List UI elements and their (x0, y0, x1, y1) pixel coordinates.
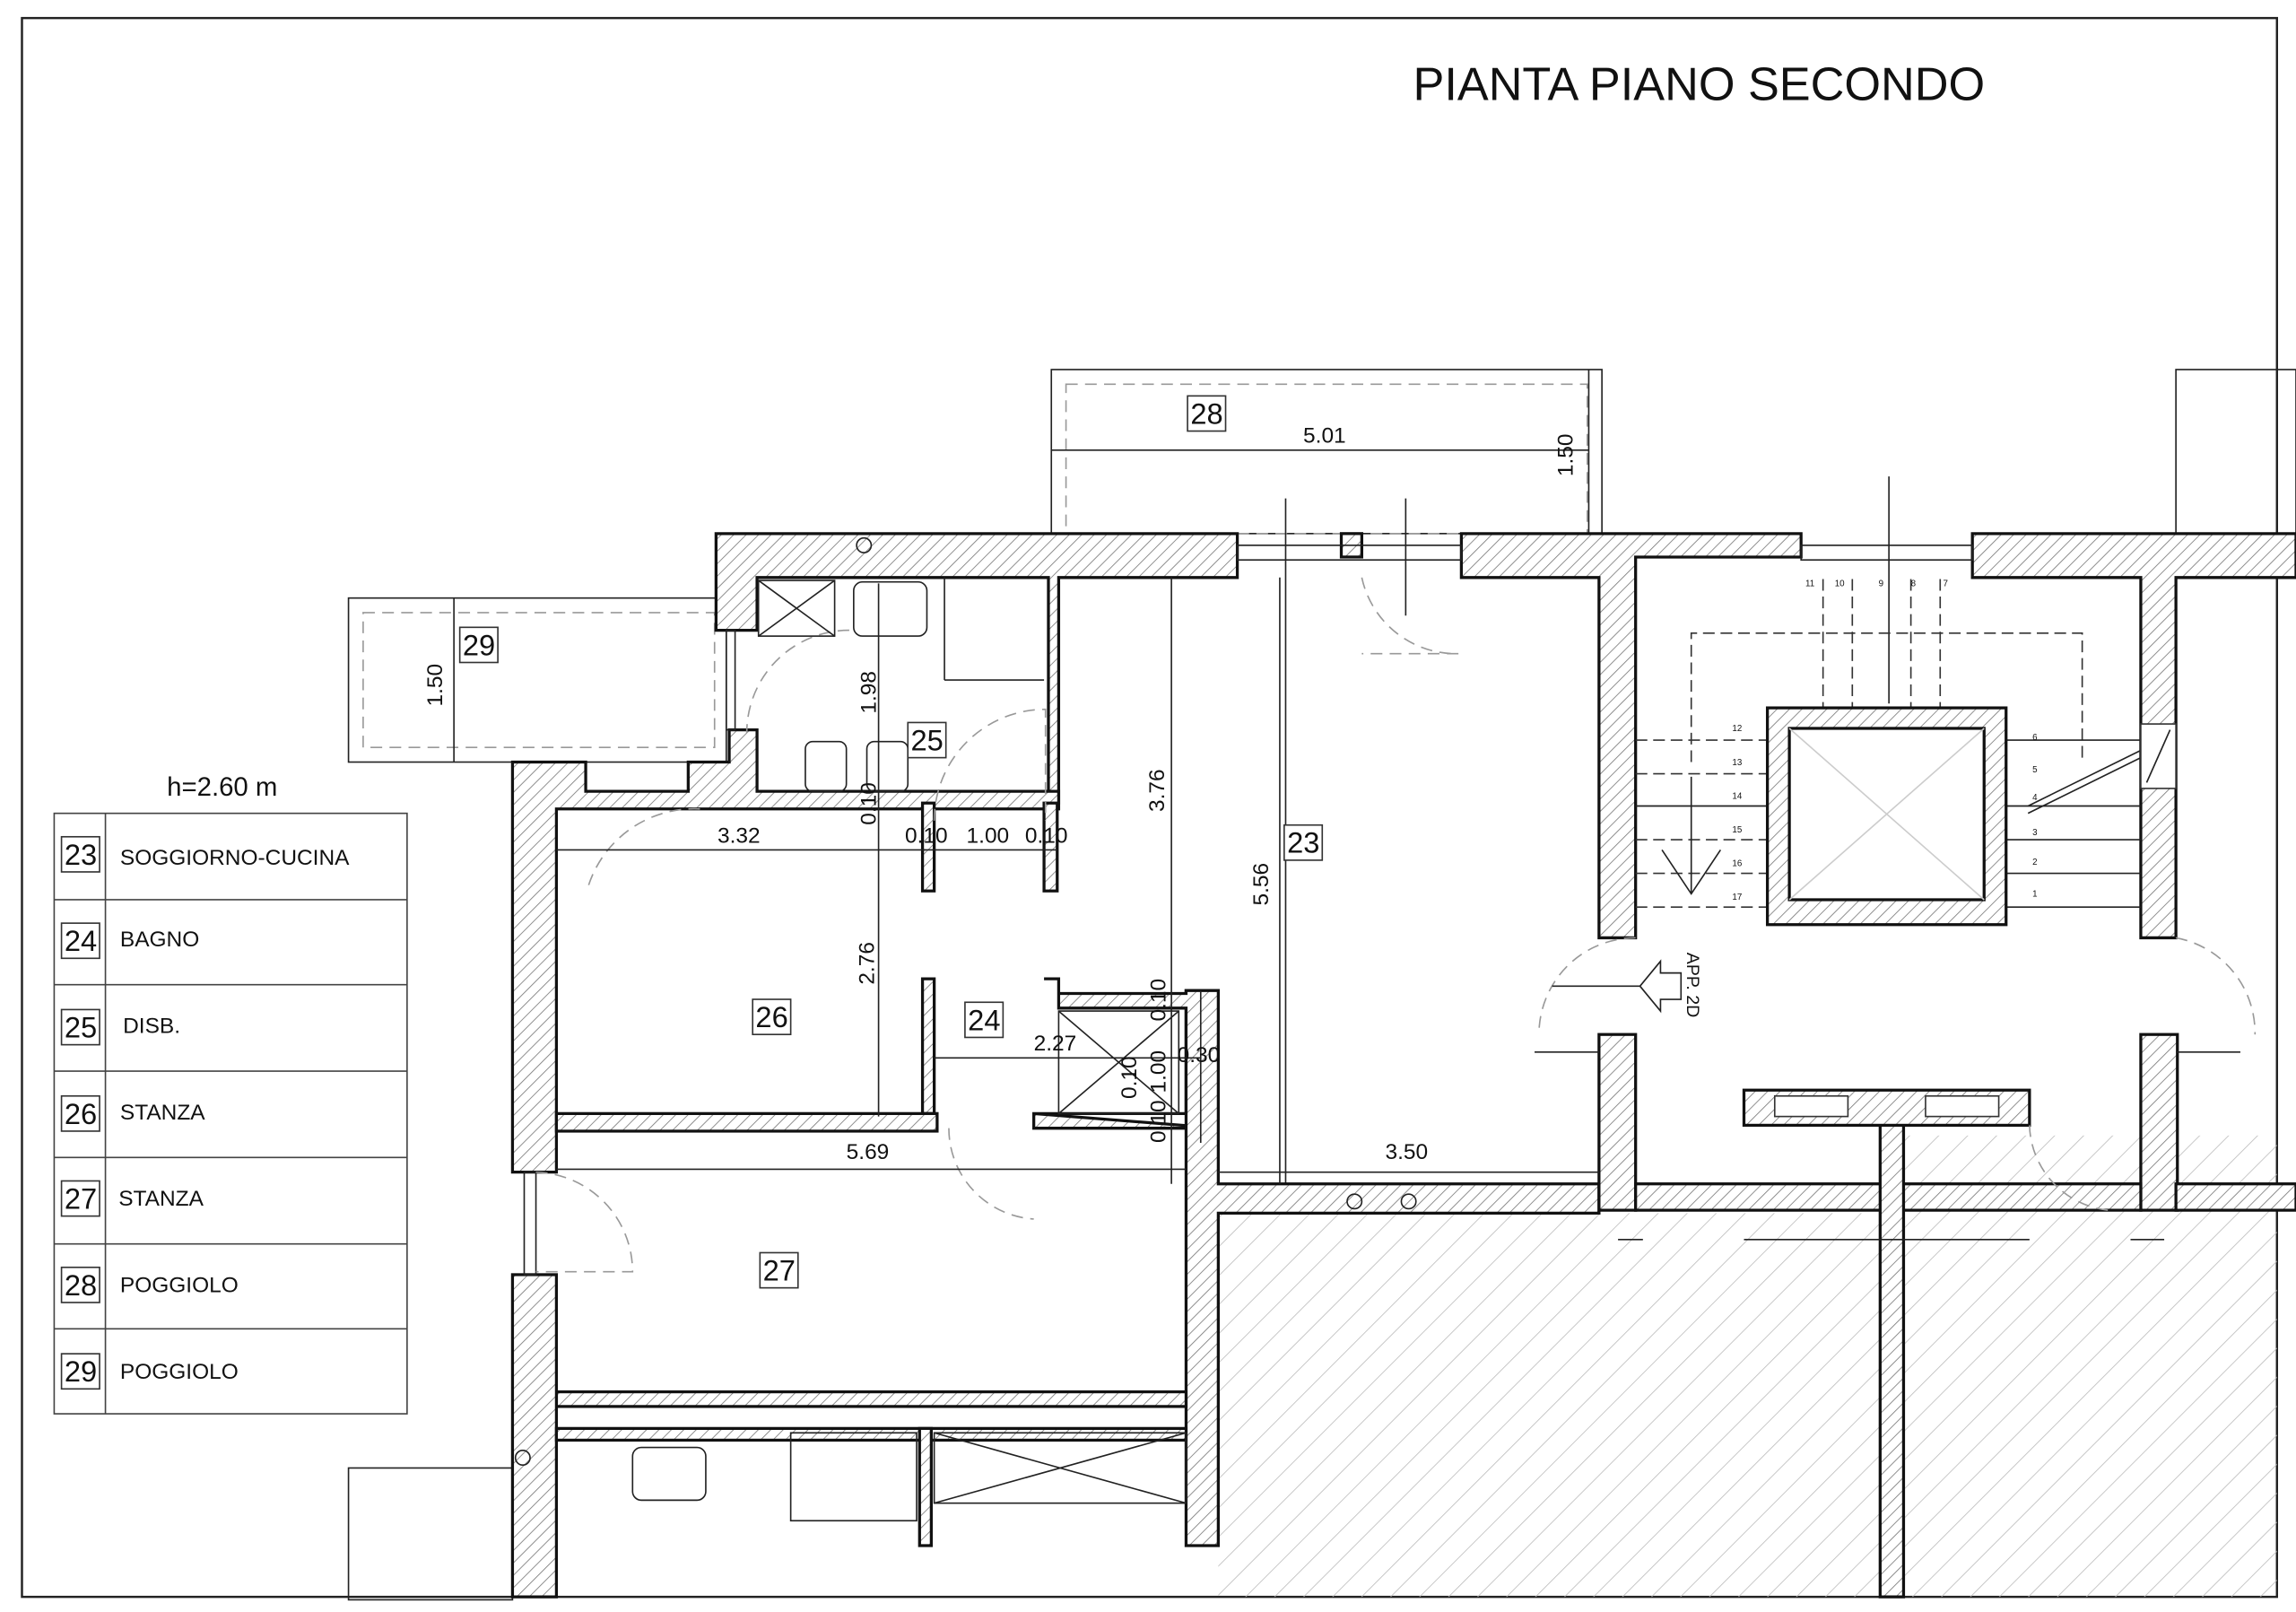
step-right-2: 2 (2032, 858, 2037, 867)
dim-shaft-030: 0.30 (1178, 1043, 1221, 1067)
stairwell (1535, 579, 2240, 1241)
legend-row: 29 POGGIOLO (60, 1353, 239, 1390)
svg-text:24: 24 (968, 1003, 1000, 1036)
neighbour-area-hatch (1218, 1213, 1892, 1598)
step-left-16: 16 (1732, 858, 1742, 868)
room-tag-24: 24 (964, 1001, 1004, 1039)
svg-text:SOGGIORNO-CUCINA: SOGGIORNO-CUCINA (120, 846, 350, 870)
legend-row: 25 DISB. (60, 1008, 180, 1046)
svg-text:STANZA: STANZA (120, 1101, 205, 1125)
dim-balcony28-depth: 1.50 (1553, 434, 1578, 477)
step-top-9: 9 (1879, 579, 1883, 589)
step-left-14: 14 (1732, 791, 1742, 801)
dim-shaft-010b: 0.10 (1118, 1056, 1142, 1099)
legend-row: 27 STANZA (60, 1180, 204, 1217)
svg-text:DISB.: DISB. (123, 1015, 180, 1039)
room-tag-26: 26 (752, 998, 792, 1036)
legend-row: 26 STANZA (60, 1094, 205, 1132)
entrance-label: APP. 2D (1683, 953, 1702, 1018)
legend-row: 23 SOGGIORNO-CUCINA (60, 835, 350, 873)
windows (523, 545, 1973, 1276)
svg-text:27: 27 (65, 1181, 97, 1215)
dim-shaft-010c: 0.10 (1147, 1100, 1171, 1143)
step-left-12: 12 (1732, 724, 1742, 734)
legend-row: 24 BAGNO (60, 922, 199, 960)
dim-wall-010c: 0.10 (1025, 823, 1068, 848)
step-right-4: 4 (2032, 793, 2038, 803)
dim-shaft-100: 1.00 (1147, 1050, 1171, 1094)
step-top-8: 8 (1911, 579, 1917, 589)
svg-text:25: 25 (65, 1010, 97, 1043)
dim-balcony28-width: 5.01 (1303, 424, 1346, 449)
step-right-3: 3 (2032, 828, 2038, 838)
dimension-lines (556, 577, 1599, 1184)
lower-balcony (347, 1467, 514, 1601)
step-right-6: 6 (2032, 733, 2038, 743)
step-left-15: 15 (1732, 825, 1742, 835)
dim-room26-width: 3.32 (718, 823, 761, 848)
svg-text:29: 29 (65, 1355, 97, 1388)
room-tag-23: 23 (1283, 823, 1324, 861)
step-right-5: 5 (2032, 765, 2038, 775)
step-top-10: 10 (1835, 579, 1845, 589)
dim-living-width: 3.50 (1385, 1140, 1428, 1164)
height-note: h=2.60 m (167, 772, 277, 802)
dim-disb-depth: 1.98 (857, 671, 881, 714)
room-tag-25: 25 (907, 721, 947, 759)
svg-text:24: 24 (65, 924, 97, 957)
dim-room27-width: 5.69 (847, 1140, 890, 1164)
dim-balcony29-depth: 1.50 (423, 664, 448, 707)
dim-door-100: 1.00 (967, 823, 1010, 848)
dim-wall-010b: 0.10 (905, 823, 948, 848)
door-swings (535, 577, 2257, 1273)
svg-text:25: 25 (911, 723, 944, 756)
dim-living-depth-a: 3.76 (1145, 769, 1170, 812)
room-tag-29: 29 (458, 626, 499, 664)
dim-wall-010a: 0.10 (857, 782, 881, 825)
dim-living-depth-b: 5.56 (1249, 863, 1274, 906)
dim-bath-width: 2.27 (1034, 1032, 1077, 1056)
balcony-29 (347, 597, 727, 763)
stair-step-numbers: 12 13 14 15 16 17 6 5 4 3 2 1 11 10 9 8 … (1732, 579, 2038, 902)
step-top-7: 7 (1944, 579, 1948, 589)
svg-text:29: 29 (463, 628, 495, 661)
svg-text:28: 28 (1190, 396, 1222, 430)
room-tag-28: 28 (1187, 395, 1227, 432)
svg-text:26: 26 (755, 1000, 787, 1033)
svg-text:23: 23 (1287, 826, 1319, 859)
svg-text:POGGIOLO: POGGIOLO (120, 1360, 239, 1384)
step-left-13: 13 (1732, 758, 1742, 768)
step-top-11: 11 (1805, 579, 1814, 589)
room-tag-27: 27 (759, 1251, 799, 1289)
svg-text:28: 28 (65, 1268, 97, 1302)
sheet-frame (21, 16, 2278, 1599)
legend-row: 28 POGGIOLO (60, 1266, 239, 1303)
svg-text:POGGIOLO: POGGIOLO (120, 1274, 239, 1298)
svg-text:23: 23 (65, 838, 97, 871)
step-left-17: 17 (1732, 893, 1742, 902)
neighbour-area-hatch-right (1903, 1135, 2277, 1598)
step-right-1: 1 (2032, 890, 2037, 900)
svg-text:27: 27 (763, 1253, 796, 1286)
svg-text:STANZA: STANZA (118, 1187, 204, 1211)
sanitary-fixtures (514, 536, 1417, 1522)
svg-text:26: 26 (65, 1097, 97, 1130)
dim-room26-depth: 2.76 (856, 942, 880, 985)
walls (510, 532, 2296, 1599)
svg-text:BAGNO: BAGNO (120, 928, 199, 952)
drawing-title: PIANTA PIANO SECONDO (1413, 59, 1986, 111)
dim-shaft-010a: 0.10 (1147, 979, 1171, 1022)
